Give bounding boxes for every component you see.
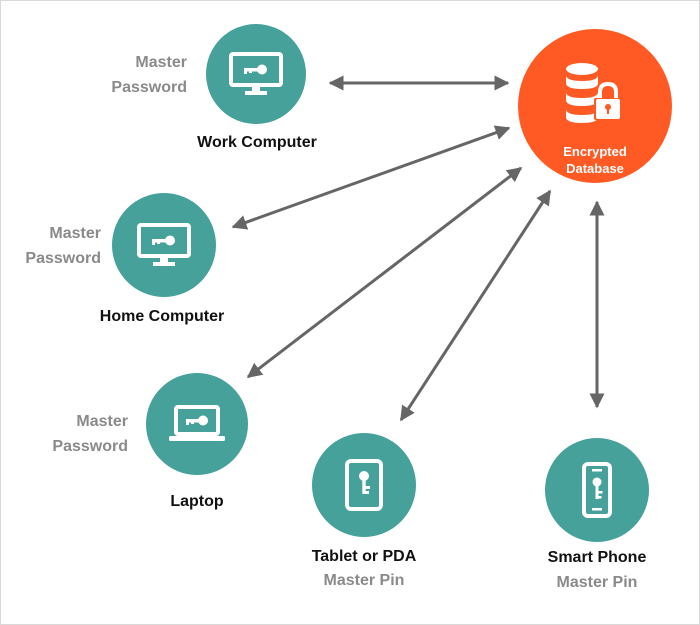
home-computer-label: Home Computer	[99, 308, 225, 325]
home-computer-auth-line1: Master	[49, 225, 101, 242]
tablet-auth: Master Pin	[323, 572, 405, 589]
work-computer-auth-line2: Password	[111, 79, 187, 96]
database-label-line1: Encrypted	[563, 144, 627, 159]
arrow-tablet-database	[399, 189, 552, 422]
smart-phone-label: Smart Phone	[547, 549, 647, 566]
database-label: Encrypted Database	[518, 143, 672, 177]
database-lock-icon	[566, 63, 622, 123]
phone-key-icon	[582, 462, 612, 518]
smart-phone-auth: Master Pin	[556, 574, 638, 591]
tablet-label: Tablet or PDA	[311, 548, 417, 565]
monitor-key-icon	[137, 223, 191, 266]
laptop-auth-line1: Master	[76, 413, 128, 430]
home-computer-auth: Master Password	[1, 221, 101, 271]
arrow-laptop-database	[246, 166, 523, 379]
laptop-node	[146, 373, 248, 475]
tablet-node	[312, 433, 416, 537]
laptop-label: Laptop	[170, 493, 224, 510]
work-computer-auth-line1: Master	[135, 54, 187, 71]
encrypted-database-node: Encrypted Database	[518, 29, 672, 183]
home-computer-auth-line2: Password	[25, 250, 101, 267]
laptop-key-icon	[169, 405, 225, 441]
work-computer-auth: Master Password	[57, 50, 187, 100]
monitor-key-icon	[229, 52, 283, 95]
database-label-line2: Database	[566, 161, 624, 176]
home-computer-node	[112, 193, 216, 297]
smart-phone-node	[545, 438, 649, 542]
tablet-key-icon	[345, 459, 383, 511]
work-computer-node	[206, 24, 306, 124]
laptop-auth-line2: Password	[52, 438, 128, 455]
laptop-auth: Master Password	[1, 409, 128, 459]
work-computer-label: Work Computer	[197, 134, 317, 151]
